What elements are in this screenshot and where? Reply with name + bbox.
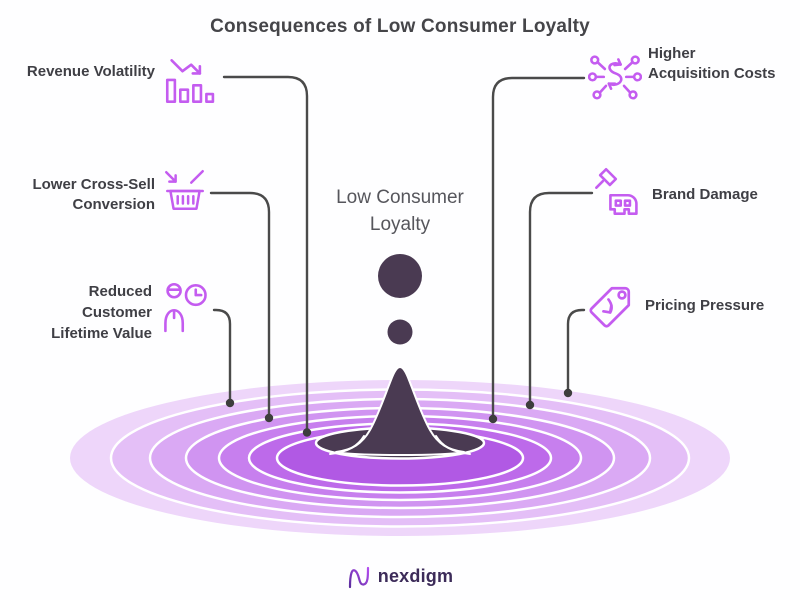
connector-dots xyxy=(225,388,573,437)
footer-brand: nexdigm xyxy=(0,563,800,589)
droplet-circles xyxy=(378,254,422,345)
nexdigm-logo-icon xyxy=(348,566,369,589)
label-higher-acquisition-costs: Higher Acquisition Costs xyxy=(648,45,776,82)
dollar-network-icon xyxy=(588,52,642,104)
declining-bar-chart-icon xyxy=(162,56,216,106)
label-pricing-pressure: Pricing Pressure xyxy=(645,297,765,314)
brand-name: nexdigm xyxy=(377,565,454,586)
customer-clock-icon xyxy=(160,281,212,333)
center-label: Low Consumer Loyalty xyxy=(336,187,464,235)
shopping-basket-arrow-icon xyxy=(160,166,210,216)
label-reduced-customer-lifetime-value: Reduced Customer Lifetime Value xyxy=(51,283,152,342)
label-revenue-volatility: Revenue Volatility xyxy=(26,63,155,80)
label-lower-cross-sell-conversion: Lower Cross-Sell Conversion xyxy=(32,176,155,213)
connector-lines xyxy=(209,75,594,431)
page-title: Consequences of Low Consumer Loyalty xyxy=(210,16,590,37)
price-tag-down-icon xyxy=(586,278,640,330)
label-brand-damage: Brand Damage xyxy=(652,186,758,203)
hammer-brand-icon xyxy=(592,166,644,218)
splash-shape xyxy=(314,366,486,460)
